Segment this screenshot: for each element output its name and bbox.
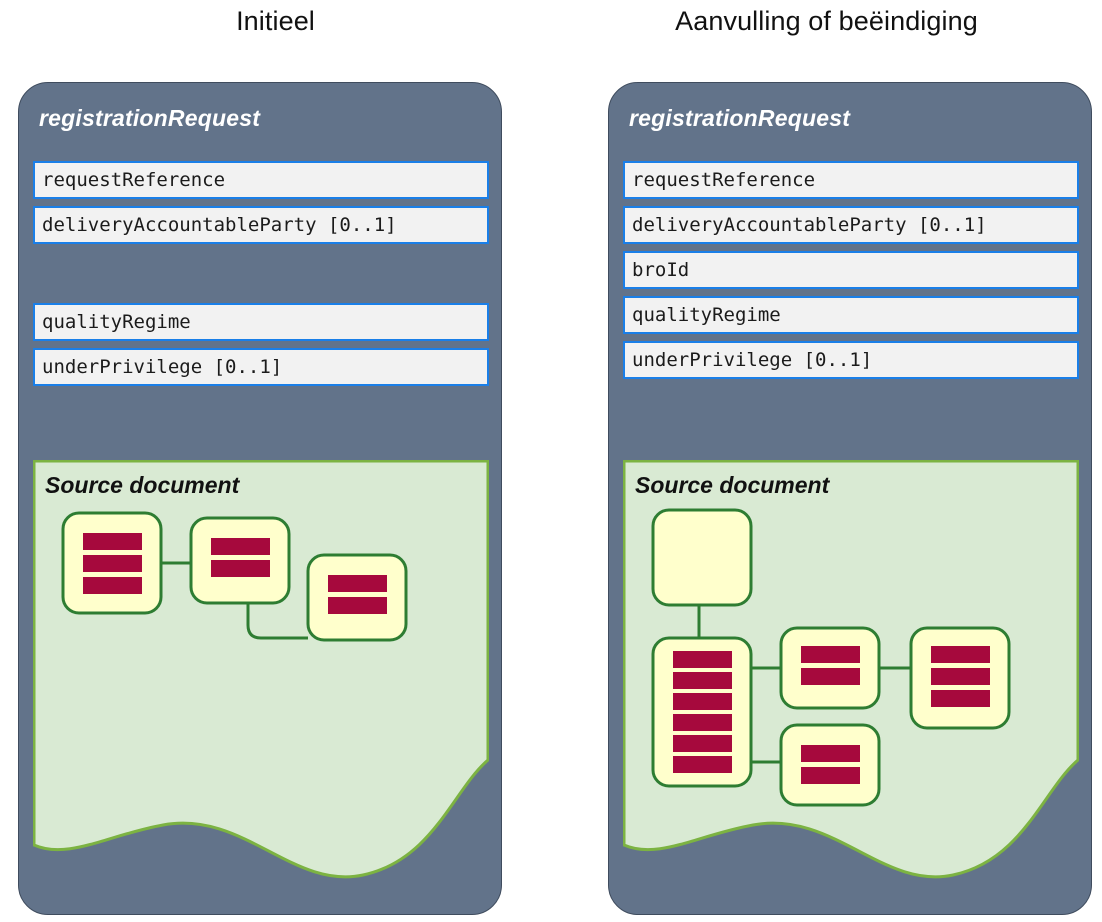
column-initieel: Initieel registrationRequest requestRefe… bbox=[18, 6, 502, 915]
field-list: requestReference deliveryAccountablePart… bbox=[623, 161, 1079, 386]
node-bar bbox=[211, 560, 270, 577]
node-bar bbox=[328, 575, 387, 592]
connector-n2-n3 bbox=[246, 603, 308, 640]
node-bar bbox=[673, 756, 732, 773]
column-title: Initieel bbox=[236, 6, 315, 36]
node-bar bbox=[801, 767, 860, 784]
node-box bbox=[651, 508, 753, 607]
node-bar bbox=[83, 533, 142, 550]
field-underPrivilege[interactable]: underPrivilege [0..1] bbox=[623, 341, 1079, 379]
node-bar bbox=[931, 690, 990, 707]
node-box bbox=[779, 723, 881, 807]
node-bar bbox=[801, 646, 860, 663]
column-title: Aanvulling of beëindiging bbox=[675, 6, 978, 36]
node-bar bbox=[931, 668, 990, 685]
node-graph bbox=[61, 511, 408, 642]
node-bar bbox=[673, 651, 732, 668]
node-bar bbox=[211, 538, 270, 555]
node-bar bbox=[328, 597, 387, 614]
field-spacer bbox=[33, 251, 489, 296]
node-bar bbox=[673, 672, 732, 689]
node-bar bbox=[801, 745, 860, 762]
node-n2[interactable] bbox=[779, 626, 881, 710]
source-document-label: Source document bbox=[635, 472, 830, 498]
field-requestReference[interactable]: requestReference bbox=[33, 161, 489, 199]
card-title: registrationRequest bbox=[39, 105, 261, 131]
node-n3[interactable] bbox=[306, 553, 408, 642]
card-title: registrationRequest bbox=[629, 105, 851, 131]
node-graph bbox=[651, 508, 1011, 807]
field-qualityRegime[interactable]: qualityRegime bbox=[33, 303, 489, 341]
field-underPrivilege[interactable]: underPrivilege [0..1] bbox=[33, 348, 489, 386]
field-broId[interactable]: broId bbox=[623, 251, 1079, 289]
node-n1[interactable] bbox=[61, 511, 163, 615]
source-document-region: Source document bbox=[33, 460, 489, 900]
node-bar bbox=[673, 693, 732, 710]
field-deliveryAccountableParty[interactable]: deliveryAccountableParty [0..1] bbox=[623, 206, 1079, 244]
source-document-region: Source document bbox=[623, 460, 1079, 900]
node-bar bbox=[83, 555, 142, 572]
node-n0[interactable] bbox=[651, 508, 753, 607]
node-bar bbox=[931, 646, 990, 663]
source-document-label: Source document bbox=[45, 472, 240, 498]
node-bar bbox=[83, 577, 142, 594]
field-requestReference[interactable]: requestReference bbox=[623, 161, 1079, 199]
node-n4[interactable] bbox=[779, 723, 881, 807]
node-bar bbox=[801, 668, 860, 685]
field-list: requestReference deliveryAccountablePart… bbox=[33, 161, 489, 393]
node-bar bbox=[673, 714, 732, 731]
node-bar bbox=[673, 735, 732, 752]
node-n1[interactable] bbox=[651, 636, 753, 788]
registration-request-card: registrationRequest requestReference del… bbox=[18, 82, 502, 915]
node-n3[interactable] bbox=[909, 626, 1011, 730]
column-aanvulling: Aanvulling of beëindiging registrationRe… bbox=[551, 0, 1102, 922]
field-deliveryAccountableParty[interactable]: deliveryAccountableParty [0..1] bbox=[33, 206, 489, 244]
field-qualityRegime[interactable]: qualityRegime bbox=[623, 296, 1079, 334]
registration-request-card: registrationRequest requestReference del… bbox=[608, 82, 1092, 915]
node-n2[interactable] bbox=[189, 516, 291, 605]
